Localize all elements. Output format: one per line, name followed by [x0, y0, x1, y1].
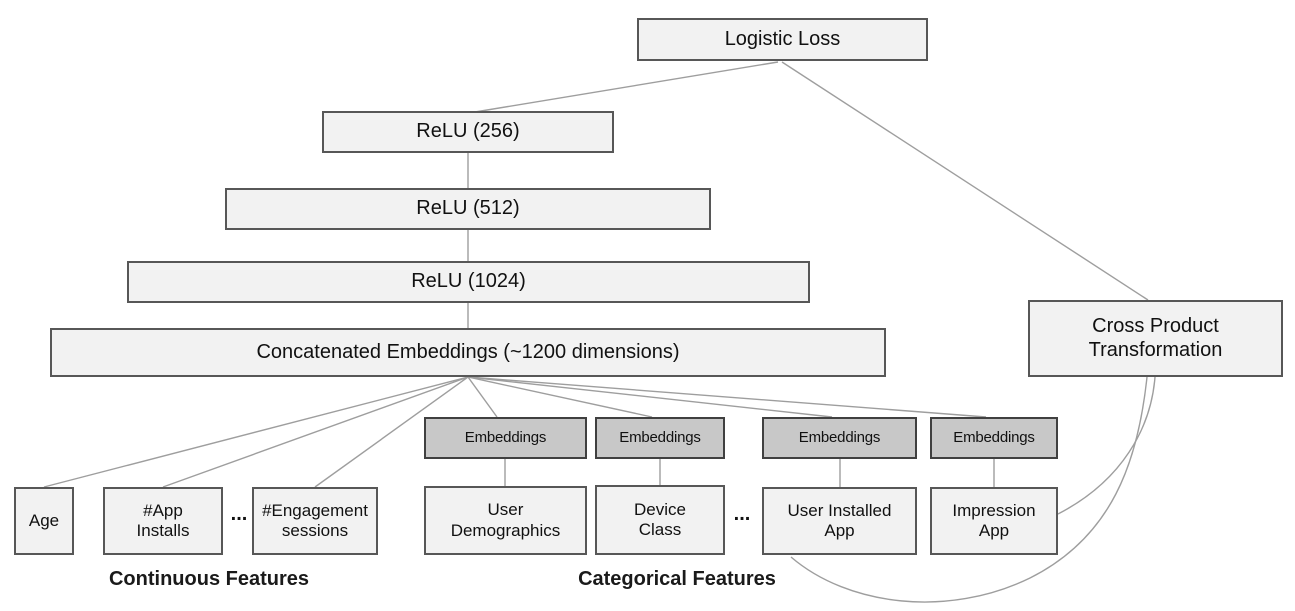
node-impression-app: Impression App: [930, 487, 1058, 555]
categorical-ellipsis: ...: [733, 503, 751, 525]
node-relu-512: ReLU (512): [225, 188, 711, 230]
node-embeddings-impression-app: Embeddings: [930, 417, 1058, 459]
continuous-ellipsis: ...: [230, 503, 248, 525]
edge-loss-relu256: [474, 61, 779, 113]
categorical-features-label: Categorical Features: [578, 568, 776, 590]
edge-concat-engagement: [314, 376, 469, 488]
edge-concat-appinstalls: [162, 376, 469, 488]
node-concatenated-embeddings: Concatenated Embeddings (~1200 dimension…: [50, 328, 886, 377]
edge-concat-embeddings3: [467, 376, 833, 418]
edge-crossproduct-userinstalledapp: [790, 376, 1148, 603]
node-age: Age: [14, 487, 74, 555]
edge-concat-embeddings4: [467, 376, 987, 418]
edge-concat-age: [43, 376, 469, 488]
node-embeddings-user-installed-app: Embeddings: [762, 417, 917, 459]
node-app-installs: #App Installs: [103, 487, 223, 555]
node-embeddings-user-demographics: Embeddings: [424, 417, 587, 459]
node-relu-256: ReLU (256): [322, 111, 614, 153]
node-relu-1024: ReLU (1024): [127, 261, 810, 303]
continuous-features-label: Continuous Features: [108, 568, 309, 590]
node-device-class: Device Class: [595, 485, 725, 555]
node-embeddings-device-class: Embeddings: [595, 417, 725, 459]
edge-loss-crossproduct: [781, 61, 1149, 301]
edge-concat-embeddings1: [467, 376, 498, 418]
node-engagement-sessions: #Engagement sessions: [252, 487, 378, 555]
node-cross-product-transformation: Cross Product Transformation: [1028, 300, 1283, 377]
node-logistic-loss: Logistic Loss: [637, 18, 928, 61]
node-user-installed-app: User Installed App: [762, 487, 917, 555]
node-user-demographics: User Demographics: [424, 486, 587, 555]
edge-concat-embeddings2: [467, 376, 653, 418]
edge-crossproduct-impressionapp: [1057, 376, 1156, 515]
